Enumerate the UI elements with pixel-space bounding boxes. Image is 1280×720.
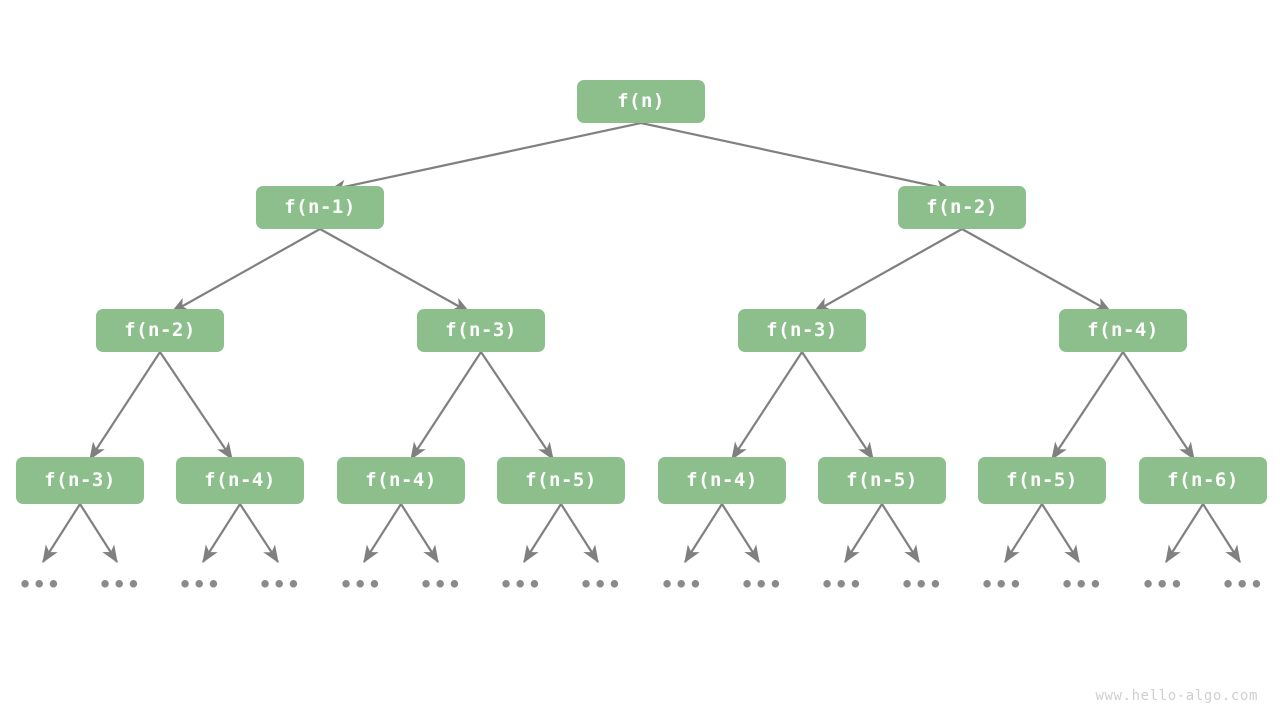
tree-edge [1202, 503, 1241, 564]
tree-edge [721, 503, 760, 564]
ellipsis-marker: ••• [1221, 572, 1265, 597]
tree-edge [79, 503, 118, 564]
tree-edge [731, 351, 803, 461]
tree-node[interactable]: f(n-4) [658, 456, 786, 504]
tree-edge [89, 351, 161, 461]
tree-edge [684, 503, 723, 564]
tree-edge [1041, 503, 1080, 564]
tree-node[interactable]: f(n-1) [256, 185, 384, 229]
watermark: www.hello-algo.com [1095, 688, 1258, 704]
tree-edge [410, 351, 482, 461]
tree-edge [159, 351, 233, 461]
tree-node[interactable]: f(n-5) [818, 456, 946, 504]
ellipsis-marker: ••• [1060, 572, 1104, 597]
ellipsis-marker: ••• [980, 572, 1024, 597]
tree-edge [1165, 503, 1204, 564]
ellipsis-marker: ••• [1141, 572, 1185, 597]
tree-edge [640, 121, 954, 194]
ellipsis-marker: ••• [820, 572, 864, 597]
tree-node[interactable]: f(n-2) [96, 308, 224, 352]
tree-edge [480, 351, 554, 461]
tree-edge [239, 503, 279, 564]
tree-edge [319, 228, 471, 313]
tree-edge [1122, 351, 1195, 461]
tree-edge [523, 503, 562, 564]
tree-edge [170, 228, 321, 313]
tree-edge [560, 503, 599, 564]
ellipsis-marker: ••• [178, 572, 222, 597]
tree-edge [363, 503, 402, 564]
tree-node[interactable]: f(n-5) [497, 456, 625, 504]
ellipsis-marker: ••• [740, 572, 784, 597]
tree-edge [844, 503, 883, 564]
ellipsis-marker: ••• [499, 572, 543, 597]
tree-edge [202, 503, 241, 564]
tree-node[interactable]: f(n-3) [738, 308, 866, 352]
tree-edge [1004, 503, 1043, 564]
tree-node[interactable]: f(n-5) [978, 456, 1106, 504]
tree-edge [812, 228, 963, 313]
tree-node[interactable]: f(n-6) [1139, 456, 1267, 504]
tree-node[interactable]: f(n-4) [1059, 308, 1187, 352]
ellipsis-marker: ••• [579, 572, 623, 597]
tree-edge [42, 503, 81, 564]
tree-node[interactable]: f(n) [577, 79, 705, 123]
tree-edge [400, 503, 439, 564]
tree-edge [881, 503, 920, 564]
ellipsis-marker: ••• [419, 572, 463, 597]
tree-edge [961, 228, 1113, 313]
tree-edge [1051, 351, 1124, 461]
ellipsis-marker: ••• [258, 572, 302, 597]
tree-node[interactable]: f(n-4) [337, 456, 465, 504]
tree-node[interactable]: f(n-3) [16, 456, 144, 504]
ellipsis-marker: ••• [18, 572, 62, 597]
ellipsis-marker: ••• [660, 572, 704, 597]
tree-node[interactable]: f(n-4) [176, 456, 304, 504]
ellipsis-marker: ••• [900, 572, 944, 597]
tree-edge [328, 121, 642, 194]
tree-node[interactable]: f(n-3) [417, 308, 545, 352]
ellipsis-marker: ••• [339, 572, 383, 597]
tree-node[interactable]: f(n-2) [898, 185, 1026, 229]
ellipsis-marker: ••• [98, 572, 142, 597]
tree-edge [801, 351, 874, 461]
